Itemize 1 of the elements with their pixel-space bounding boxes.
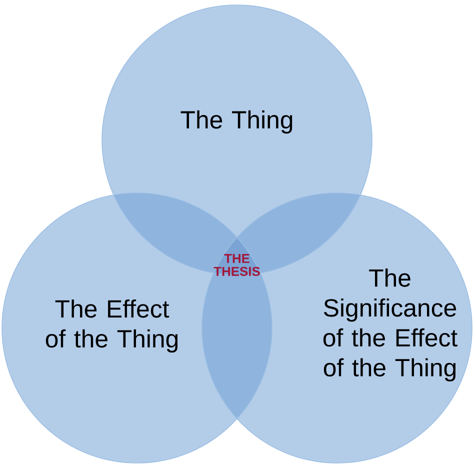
center-label: THE THESIS [214, 254, 260, 276]
